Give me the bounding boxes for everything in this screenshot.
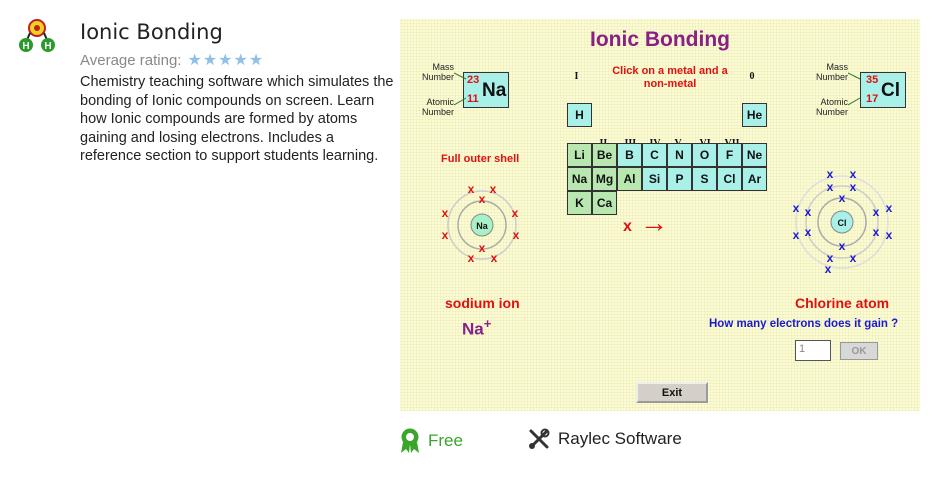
star-icon: ★ — [233, 52, 248, 69]
svg-text:x: x — [793, 228, 800, 242]
group-label: 0 — [749, 71, 755, 82]
sodium-ion-label: sodium ion — [445, 295, 520, 311]
nucleus-label: Cl — [838, 218, 847, 228]
mass-number-label: Mass Number — [815, 62, 848, 82]
element-cell-mg[interactable]: Mg — [592, 167, 617, 191]
svg-text:x: x — [886, 228, 893, 242]
average-rating: Average rating: ★ ★ ★ ★ ★ — [80, 50, 263, 70]
star-icon: ★ — [248, 52, 264, 69]
element-cell-f[interactable]: F — [717, 143, 742, 167]
transfer-electron: x — [623, 218, 632, 235]
element-cell-si[interactable]: Si — [642, 167, 667, 191]
atomic-number: 11 — [467, 93, 479, 105]
svg-text:x: x — [850, 251, 857, 265]
mass-number: 23 — [467, 74, 480, 86]
tools-icon — [529, 428, 550, 449]
svg-text:x: x — [873, 225, 880, 239]
element-cell-ne[interactable]: Ne — [742, 143, 767, 167]
svg-text:x: x — [839, 191, 846, 205]
svg-text:x: x — [513, 228, 520, 242]
group-label: I — [574, 71, 579, 82]
svg-text:H: H — [22, 41, 29, 52]
exit-button[interactable]: Exit — [636, 382, 708, 403]
svg-text:x: x — [873, 205, 880, 219]
svg-text:x: x — [442, 228, 449, 242]
arrow-right-icon: → — [640, 207, 668, 238]
star-icon: ★ — [187, 52, 202, 69]
element-cell-h[interactable]: H — [567, 103, 592, 127]
instruction-text: Click on a metal and a non-metal — [612, 65, 728, 90]
ok-button[interactable]: OK — [840, 342, 878, 360]
element-cell-ca[interactable]: Ca — [592, 191, 617, 215]
atomic-number: 17 — [866, 93, 879, 105]
element-card-na — [463, 72, 509, 108]
svg-text:x: x — [793, 201, 800, 215]
pointer-lines — [454, 72, 467, 106]
electrons-answer-input[interactable]: 1 — [795, 340, 831, 361]
developer-name: Raylec Software — [558, 429, 682, 448]
svg-text:x: x — [479, 241, 486, 255]
element-cell-be[interactable]: Be — [592, 143, 617, 167]
svg-text:x: x — [512, 206, 519, 220]
star-icon: ★ — [218, 52, 233, 69]
svg-text:x: x — [839, 239, 846, 253]
svg-text:x: x — [468, 251, 475, 265]
screenshot-title: Ionic Bonding — [590, 28, 730, 51]
element-cell-b[interactable]: B — [617, 143, 642, 167]
svg-text:x: x — [442, 206, 449, 220]
atomic-number-label: Atomic Number — [815, 97, 848, 117]
element-cell-p[interactable]: P — [667, 167, 692, 191]
svg-text:x: x — [825, 262, 832, 276]
element-cell-li[interactable]: Li — [567, 143, 592, 167]
element-cell-he[interactable]: He — [742, 103, 767, 127]
atomic-number-label: Atomic Number — [421, 97, 454, 117]
svg-text:x: x — [491, 251, 498, 265]
sodium-ion-formula: Na+ — [462, 316, 492, 339]
developer-link[interactable]: Raylec Software — [528, 428, 682, 450]
element-cell-o[interactable]: O — [692, 143, 717, 167]
mass-number-label: Mass Number — [421, 62, 454, 82]
element-cell-al[interactable]: Al — [617, 167, 642, 191]
svg-text:x: x — [827, 251, 834, 265]
svg-text:x: x — [479, 192, 486, 206]
free-badge-icon — [401, 428, 419, 453]
pointer-lines — [848, 72, 861, 106]
svg-text:x: x — [827, 180, 834, 194]
element-cell-ar[interactable]: Ar — [742, 167, 767, 191]
svg-text:x: x — [468, 182, 475, 196]
svg-text:x: x — [805, 205, 812, 219]
full-outer-shell-label: Full outer shell — [441, 153, 520, 165]
svg-text:x: x — [490, 182, 497, 196]
license-label: Free — [428, 431, 463, 450]
svg-text:x: x — [886, 201, 893, 215]
element-cell-cl[interactable]: Cl — [717, 167, 742, 191]
svg-text:x: x — [850, 169, 857, 181]
svg-text:x: x — [850, 180, 857, 194]
svg-text:x: x — [827, 169, 834, 181]
app-title[interactable]: Ionic Bonding — [80, 20, 223, 44]
chlorine-atom-label: Chlorine atom — [795, 295, 890, 311]
element-symbol: Na — [482, 80, 507, 101]
element-cell-s[interactable]: S — [692, 167, 717, 191]
element-symbol: Cl — [881, 80, 900, 101]
svg-text:x: x — [805, 225, 812, 239]
app-description: Chemistry teaching software which simula… — [80, 74, 394, 164]
rating-label: Average rating: — [80, 51, 182, 69]
app-screenshot[interactable]: Ionic Bonding Mass Number Atomic Number … — [400, 19, 920, 411]
app-logo-icon: H H — [18, 18, 56, 54]
star-icon: ★ — [202, 52, 218, 69]
element-cell-c[interactable]: C — [642, 143, 667, 167]
element-cell-n[interactable]: N — [667, 143, 692, 167]
element-card-cl — [860, 72, 906, 108]
gain-question: How many electrons does it gain ? — [709, 318, 899, 330]
mass-number: 35 — [866, 74, 879, 86]
nucleus-label: Na — [476, 221, 488, 231]
rating-stars: ★ ★ ★ ★ ★ — [187, 50, 263, 70]
element-cell-na[interactable]: Na — [567, 167, 592, 191]
license-badge[interactable]: Free — [400, 428, 463, 454]
svg-text:H: H — [44, 41, 51, 52]
element-cell-k[interactable]: K — [567, 191, 592, 215]
